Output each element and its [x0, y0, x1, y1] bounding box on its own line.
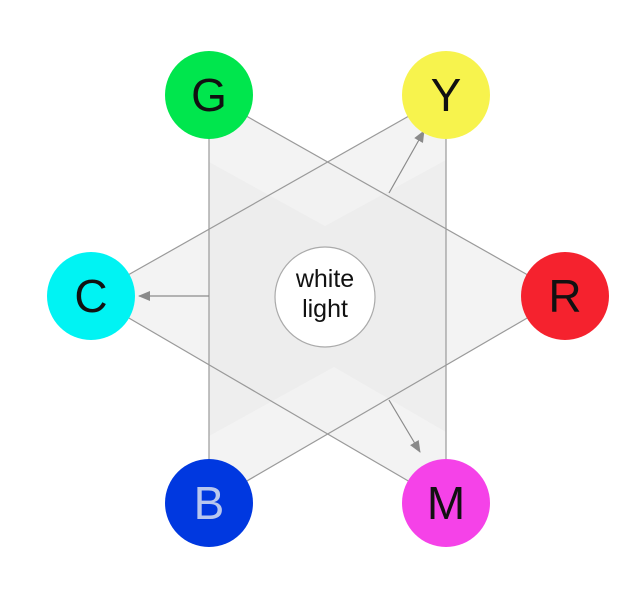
arrow-to-magenta [388, 399, 421, 453]
white-light-node: white light [274, 246, 376, 348]
node-blue: B [165, 459, 253, 547]
node-green: G [165, 51, 253, 139]
node-blue-label: B [194, 477, 225, 529]
node-magenta: M [402, 459, 490, 547]
node-yellow-circle [402, 51, 490, 139]
node-yellow: Y [402, 51, 490, 139]
node-cyan: C [47, 252, 135, 340]
white-light-circle [274, 246, 376, 348]
edge-y-c [90, 94, 447, 297]
edge-b-r [208, 295, 566, 504]
edge-g-r [208, 94, 566, 297]
node-magenta-circle [402, 459, 490, 547]
node-magenta-label: M [427, 477, 465, 529]
node-cyan-label: C [74, 270, 107, 322]
node-cyan-circle [47, 252, 135, 340]
white-light-label-line2: light [302, 295, 348, 323]
node-blue-circle [165, 459, 253, 547]
node-red-label: R [548, 270, 581, 322]
node-green-circle [165, 51, 253, 139]
node-yellow-label: Y [431, 69, 462, 121]
node-red-circle [521, 252, 609, 340]
edges [90, 94, 566, 504]
color-nodes: G Y C R B M [47, 51, 609, 547]
node-red: R [521, 252, 609, 340]
white-light-label-line1: white [295, 265, 354, 293]
edge-c-m [90, 295, 447, 504]
node-green-label: G [191, 69, 227, 121]
arrow-to-yellow [388, 130, 425, 194]
arrows [138, 130, 425, 453]
